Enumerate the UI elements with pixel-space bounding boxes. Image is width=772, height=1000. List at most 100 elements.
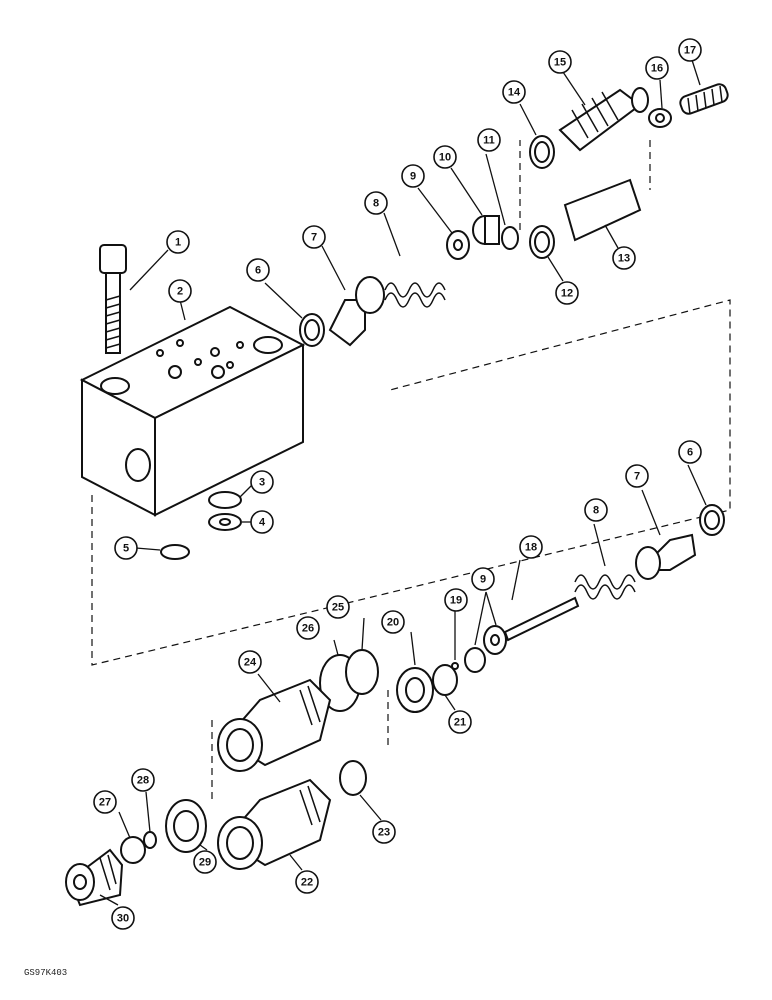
callout-circle — [555, 281, 579, 305]
callout-circle — [678, 440, 702, 464]
lower-spool-parts — [396, 504, 725, 713]
callout-circle — [548, 50, 572, 74]
callout-circle — [326, 595, 350, 619]
callout-number: 7 — [311, 232, 317, 244]
callout-10: 10 — [433, 145, 457, 169]
callout-circle — [584, 498, 608, 522]
callout-circle — [168, 279, 192, 303]
callout-number: 29 — [199, 857, 211, 869]
callout-24: 24 — [238, 650, 262, 674]
callout-circle — [433, 145, 457, 169]
callout-circle — [625, 464, 649, 488]
callout-6: 6 — [246, 258, 270, 282]
callout-9: 9 — [401, 164, 425, 188]
callout-4: 4 — [250, 510, 274, 534]
callout-22: 22 — [295, 870, 319, 894]
callout-6: 6 — [678, 440, 702, 464]
callout-number: 5 — [123, 543, 129, 555]
callout-30: 30 — [111, 906, 135, 930]
callout-number: 12 — [561, 288, 573, 300]
callout-number: 26 — [302, 623, 314, 635]
callout-circle — [381, 610, 405, 634]
callout-number: 24 — [244, 657, 257, 669]
small-seals-parts — [160, 491, 242, 560]
upper-spool-parts — [299, 215, 519, 347]
callout-11: 11 — [477, 128, 501, 152]
callout-number: 28 — [137, 775, 149, 787]
callout-25: 25 — [326, 595, 350, 619]
callout-9: 9 — [471, 567, 495, 591]
callout-circle — [401, 164, 425, 188]
callout-circle — [250, 510, 274, 534]
callout-number: 21 — [454, 717, 466, 729]
cap-screw-part — [99, 244, 127, 354]
assembly-guide-lines — [91, 140, 731, 800]
callout-3: 3 — [250, 470, 274, 494]
callout-8: 8 — [364, 191, 388, 215]
callout-number: 9 — [480, 574, 486, 586]
callout-number: 27 — [99, 797, 111, 809]
callout-number: 8 — [593, 505, 599, 517]
callout-number: 16 — [651, 63, 663, 75]
callout-15: 15 — [548, 50, 572, 74]
callout-number: 23 — [378, 827, 390, 839]
callout-19: 19 — [444, 588, 468, 612]
callout-2: 2 — [168, 279, 192, 303]
callout-circle — [372, 820, 396, 844]
callout-circle — [111, 906, 135, 930]
callout-circle — [193, 850, 217, 874]
callout-circle — [114, 536, 138, 560]
callout-number: 18 — [525, 542, 537, 554]
callout-number: 4 — [259, 517, 266, 529]
callout-number: 15 — [554, 57, 566, 69]
callout-21: 21 — [448, 710, 472, 734]
callout-12: 12 — [555, 281, 579, 305]
callout-circle — [302, 225, 326, 249]
callout-circle — [612, 246, 636, 270]
callout-number: 14 — [508, 87, 521, 99]
callout-circle — [477, 128, 501, 152]
lower-fittings-parts — [65, 649, 379, 907]
callout-number: 1 — [175, 237, 181, 249]
drawing-reference-code: GS97K403 — [24, 968, 68, 978]
callout-number: 6 — [255, 265, 261, 277]
callout-23: 23 — [372, 820, 396, 844]
callout-number: 6 — [687, 447, 693, 459]
callout-26: 26 — [296, 616, 320, 640]
callout-number: 7 — [634, 471, 640, 483]
callout-number: 20 — [387, 617, 399, 629]
callout-number: 3 — [259, 477, 265, 489]
callout-circle — [444, 588, 468, 612]
callout-27: 27 — [93, 790, 117, 814]
callout-number: 22 — [301, 877, 313, 889]
callout-8: 8 — [584, 498, 608, 522]
callout-circle — [93, 790, 117, 814]
callout-7: 7 — [302, 225, 326, 249]
callout-13: 13 — [612, 246, 636, 270]
callout-circle — [448, 710, 472, 734]
callout-circle — [678, 38, 702, 62]
callout-circle — [519, 535, 543, 559]
callout-circle — [296, 616, 320, 640]
callout-circle — [166, 230, 190, 254]
callout-16: 16 — [645, 56, 669, 80]
callout-28: 28 — [131, 768, 155, 792]
callout-1: 1 — [166, 230, 190, 254]
callout-18: 18 — [519, 535, 543, 559]
callout-number: 25 — [332, 602, 344, 614]
callout-number: 11 — [483, 135, 495, 147]
callout-number: 13 — [618, 253, 630, 265]
upper-fittings-parts — [529, 83, 729, 259]
callout-circle — [295, 870, 319, 894]
callout-circle — [471, 567, 495, 591]
callout-5: 5 — [114, 536, 138, 560]
callout-circle — [238, 650, 262, 674]
callout-number: 17 — [684, 45, 696, 57]
callout-17: 17 — [678, 38, 702, 62]
callout-7: 7 — [625, 464, 649, 488]
callout-number: 8 — [373, 198, 379, 210]
callout-circle — [131, 768, 155, 792]
callout-number: 9 — [410, 171, 416, 183]
